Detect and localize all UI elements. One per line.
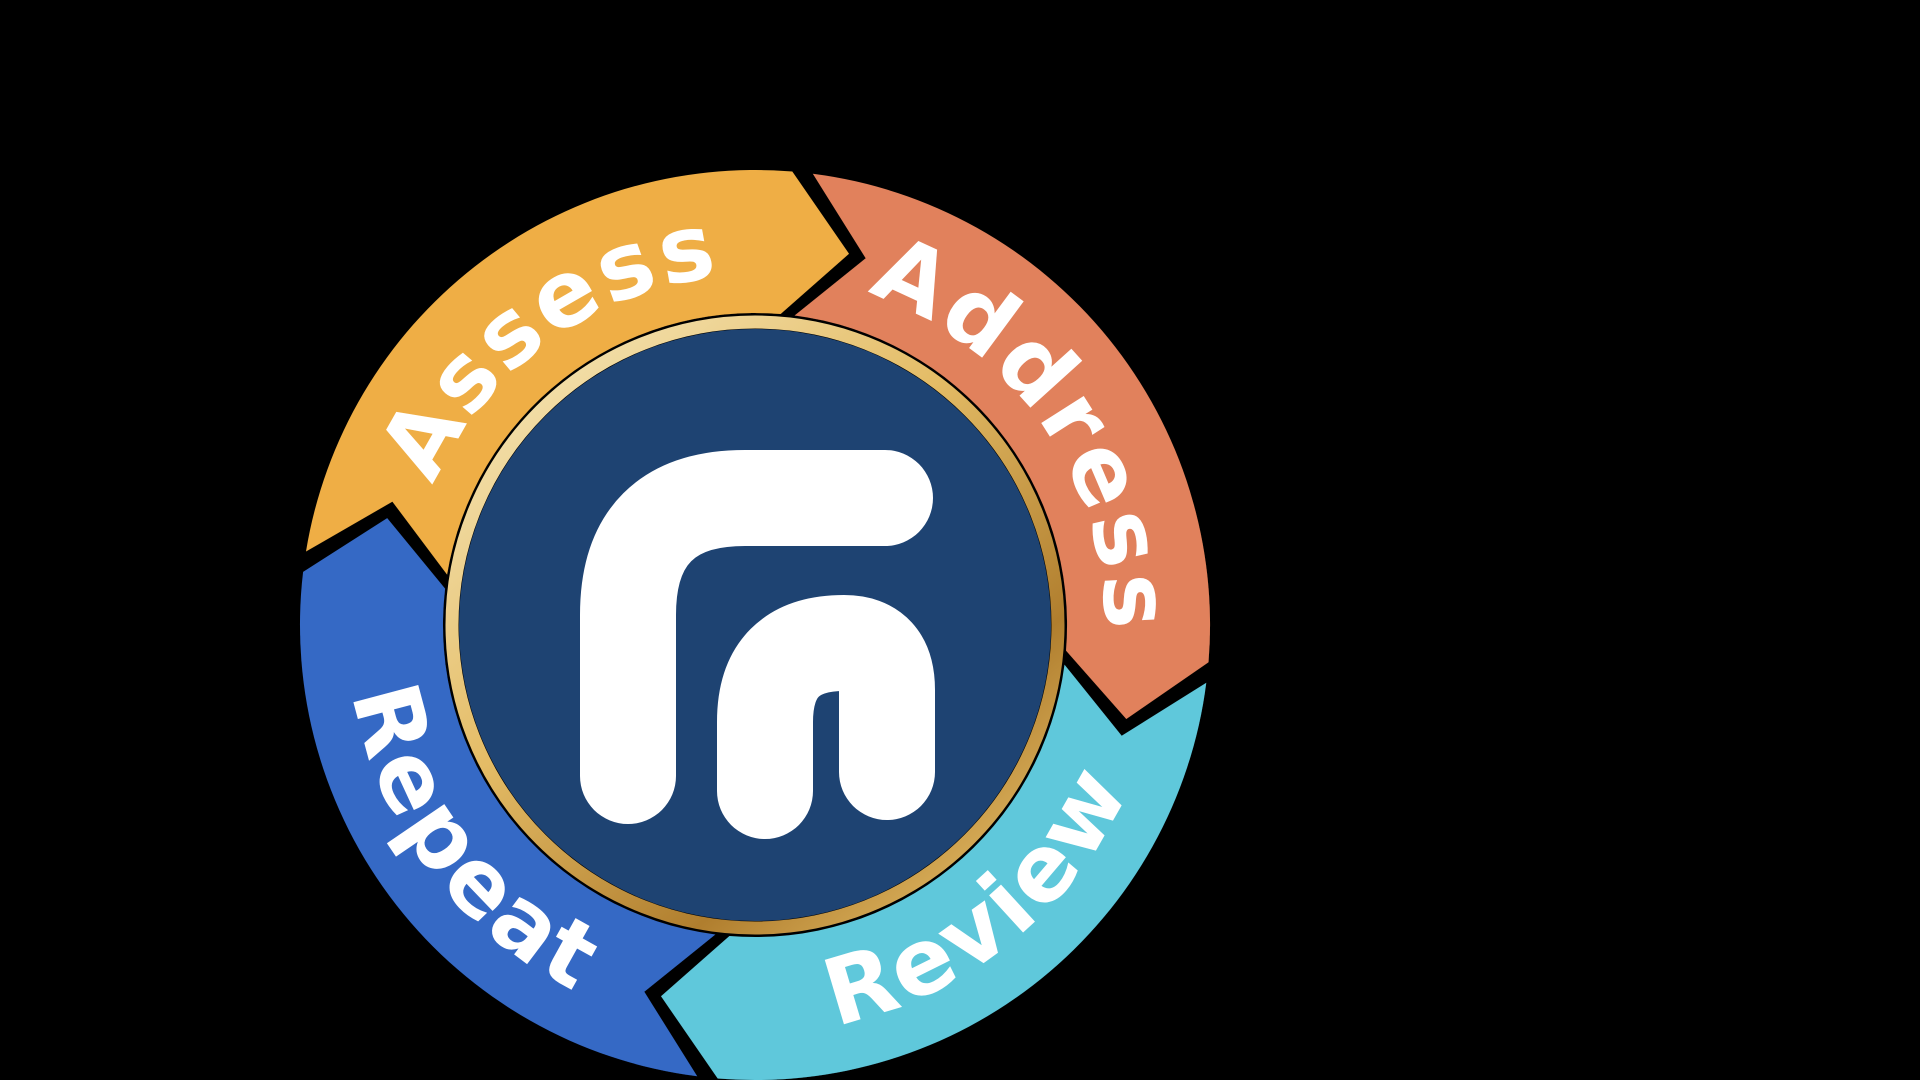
segment-repeat (299, 518, 716, 1077)
ff-logo-inner-stroke (717, 595, 935, 839)
ff-logo-outer-stroke (580, 450, 933, 824)
segment-assess (306, 169, 849, 575)
segment-address (794, 173, 1211, 719)
cycle-segments (299, 169, 1211, 1080)
segment-review (661, 664, 1207, 1080)
gold-ring (445, 315, 1065, 935)
ff-logo-icon (580, 450, 935, 839)
